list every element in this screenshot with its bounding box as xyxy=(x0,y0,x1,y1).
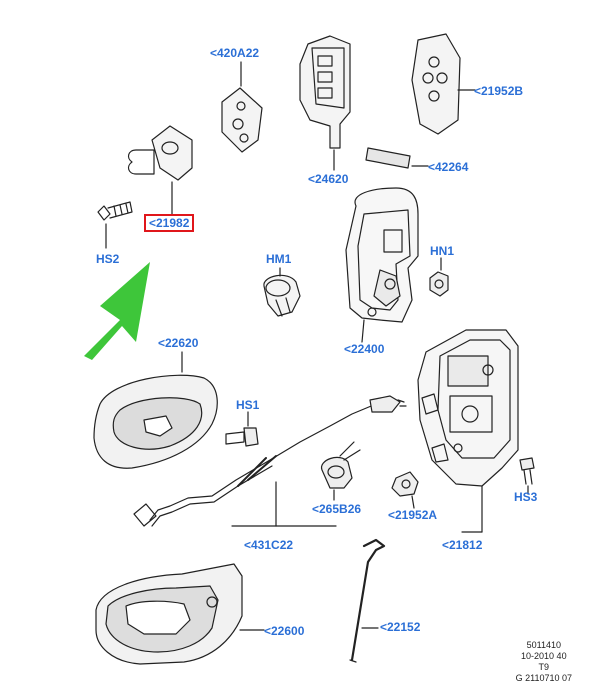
handle-frame-22400 xyxy=(345,187,419,343)
label-21952a[interactable]: <21952A xyxy=(388,508,438,522)
label-265b26[interactable]: <265B26 xyxy=(312,502,362,516)
label-22152[interactable]: <22152 xyxy=(380,620,421,634)
label-420a22[interactable]: <420A22 xyxy=(210,46,260,60)
ref-line-2: 10-2010 40 xyxy=(521,651,567,661)
ref-line-1: 5011410 xyxy=(526,640,561,650)
label-24620[interactable]: <24620 xyxy=(308,172,349,186)
label-22600[interactable]: <22600 xyxy=(264,624,305,638)
clip-21952a xyxy=(391,471,419,509)
clip-265b26 xyxy=(321,441,361,501)
rod-22152 xyxy=(349,538,386,663)
bracket-21982 xyxy=(97,125,193,249)
label-431c22[interactable]: <431C22 xyxy=(244,538,294,552)
label-22620[interactable]: <22620 xyxy=(158,336,199,350)
label-21952b[interactable]: <21952B xyxy=(474,84,524,98)
cable-431c22 xyxy=(133,395,407,527)
screw-hs1 xyxy=(225,411,259,447)
reference-block: 5011410 10-2010 40 T9 G 2110710 07 xyxy=(516,640,572,684)
ref-line-4: G 2110710 07 xyxy=(515,673,572,683)
latch-21812 xyxy=(417,329,519,533)
handle-22600 xyxy=(95,563,265,665)
label-hs1[interactable]: HS1 xyxy=(236,398,260,412)
screw-hs3 xyxy=(519,457,535,495)
clip-hm1 xyxy=(263,267,301,317)
seal-24620 xyxy=(299,35,351,171)
label-hs2[interactable]: HS2 xyxy=(96,252,120,266)
label-hm1[interactable]: HM1 xyxy=(266,252,292,266)
label-42264[interactable]: <42264 xyxy=(428,160,469,174)
plate-21952b xyxy=(411,33,476,135)
label-22400[interactable]: <22400 xyxy=(344,342,385,356)
ref-line-3: T9 xyxy=(538,662,550,672)
bezel-22620 xyxy=(93,351,218,469)
label-21982-highlighted[interactable]: <21982 xyxy=(144,214,195,232)
nut-hn1 xyxy=(429,257,449,297)
label-21812[interactable]: <21812 xyxy=(442,538,483,552)
label-hs3[interactable]: HS3 xyxy=(514,490,538,504)
pad-42264 xyxy=(365,147,429,169)
label-hn1[interactable]: HN1 xyxy=(430,244,455,258)
bracket-420a22 xyxy=(221,61,263,153)
pointer-arrow xyxy=(84,262,150,360)
